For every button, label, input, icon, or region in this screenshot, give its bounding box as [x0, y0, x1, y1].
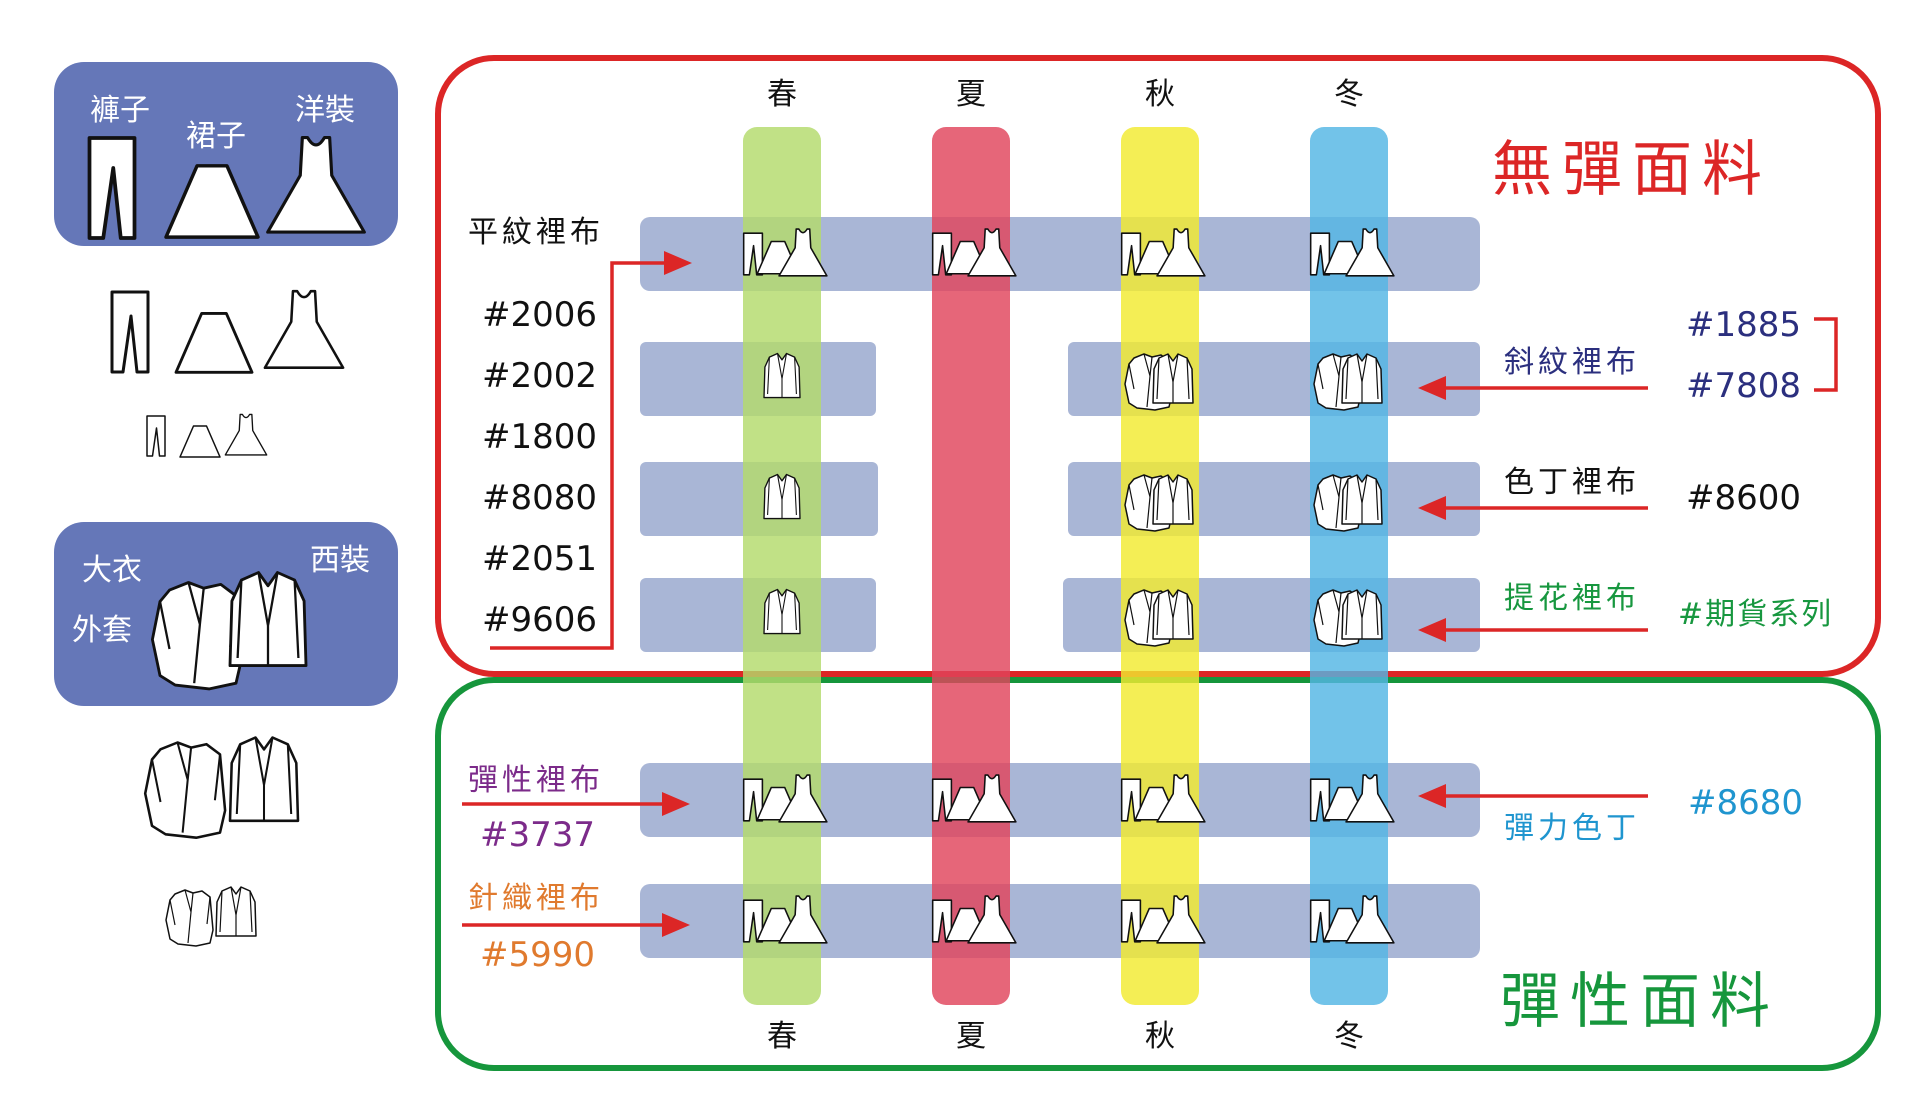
stretch-satin-label: 彈力色丁 [1504, 811, 1640, 846]
season-label-top: 夏 [956, 77, 986, 112]
legend-dress-label: 洋裝 [295, 93, 355, 128]
plain-lining-code: #2006 [482, 295, 597, 335]
arrow-head [662, 792, 690, 816]
suit-icon [763, 352, 801, 399]
plain-lining-code: #2051 [482, 539, 597, 579]
jacquard-lining-label: 提花裡布 [1504, 581, 1640, 616]
pants-icon [110, 290, 150, 374]
satin-lining-code: #8600 [1686, 478, 1801, 518]
suit-icon [763, 588, 801, 635]
band-knit-lining [640, 884, 1480, 958]
stretch-satin-code: #8680 [1688, 783, 1803, 823]
season-label-top: 春 [767, 77, 797, 112]
plain-lining-label: 平紋裡布 [468, 215, 604, 250]
outerwear-icon-group [1314, 354, 1382, 410]
plain-lining-code: #2002 [482, 356, 597, 396]
knit-lining-code: #5990 [480, 935, 595, 975]
plain-lining-code: #9606 [482, 600, 597, 640]
legend-pants-label: 褲子 [90, 93, 150, 128]
satin-lining-label: 色丁裡布 [1504, 465, 1640, 500]
outerwear-icon-group [1314, 475, 1382, 531]
season-label-bottom: 春 [767, 1019, 797, 1054]
suit-icon [763, 473, 801, 520]
suit-icon [228, 736, 300, 823]
plain-lining-code: #8080 [482, 478, 597, 518]
plain-lining-code: #1800 [482, 417, 597, 457]
outerwear-icon-group [1125, 354, 1193, 410]
outerwear-icon-group [1125, 590, 1193, 646]
legend-suit-label: 西裝 [310, 543, 370, 578]
band-stretch-lining [640, 763, 1480, 837]
season-label-bottom: 夏 [956, 1019, 986, 1054]
legend-coat-label-1: 大衣 [82, 553, 142, 588]
outerwear-icon-group [1125, 475, 1193, 531]
coat-icon [150, 581, 244, 691]
skirt-icon [179, 425, 221, 458]
stretch-lining-code: #3737 [480, 815, 595, 855]
dress-icon [224, 413, 268, 456]
suit-icon [215, 886, 257, 937]
band-plain-lining [640, 217, 1480, 291]
twill-code-bracket [1814, 317, 1838, 392]
arrow-head [1418, 496, 1446, 520]
jacquard-lining-code: #期貨系列 [1678, 597, 1833, 632]
dress-icon [263, 289, 345, 369]
stretch-lining-label: 彈性裡布 [468, 763, 604, 798]
twill-lining-code: #1885 [1686, 305, 1801, 345]
stretch-title: 彈性面料 [1500, 967, 1780, 1037]
arrow-head [1418, 618, 1446, 642]
twill-lining-code: #7808 [1686, 366, 1801, 406]
nonstretch-title: 無彈面料 [1492, 135, 1772, 205]
skirt-icon [174, 311, 254, 374]
arrow-head [1418, 376, 1446, 400]
season-label-bottom: 秋 [1145, 1019, 1175, 1054]
suit-icon [228, 571, 308, 668]
legend-coat-label-2: 外套 [72, 613, 132, 648]
season-label-bottom: 冬 [1334, 1019, 1364, 1054]
twill-lining-label: 斜紋裡布 [1504, 345, 1640, 380]
coat-icon [143, 741, 227, 839]
coat-icon [165, 889, 214, 947]
arrow-head [664, 251, 692, 275]
arrow-head [1418, 784, 1446, 808]
pants-icon [146, 415, 166, 457]
season-label-top: 秋 [1145, 77, 1175, 112]
arrow-head [662, 913, 690, 937]
season-label-top: 冬 [1334, 77, 1364, 112]
plain-lining-arrow [490, 261, 670, 650]
legend-skirt-label: 裙子 [186, 119, 246, 154]
knit-lining-label: 針織裡布 [468, 881, 604, 916]
outerwear-icon-group [1314, 590, 1382, 646]
